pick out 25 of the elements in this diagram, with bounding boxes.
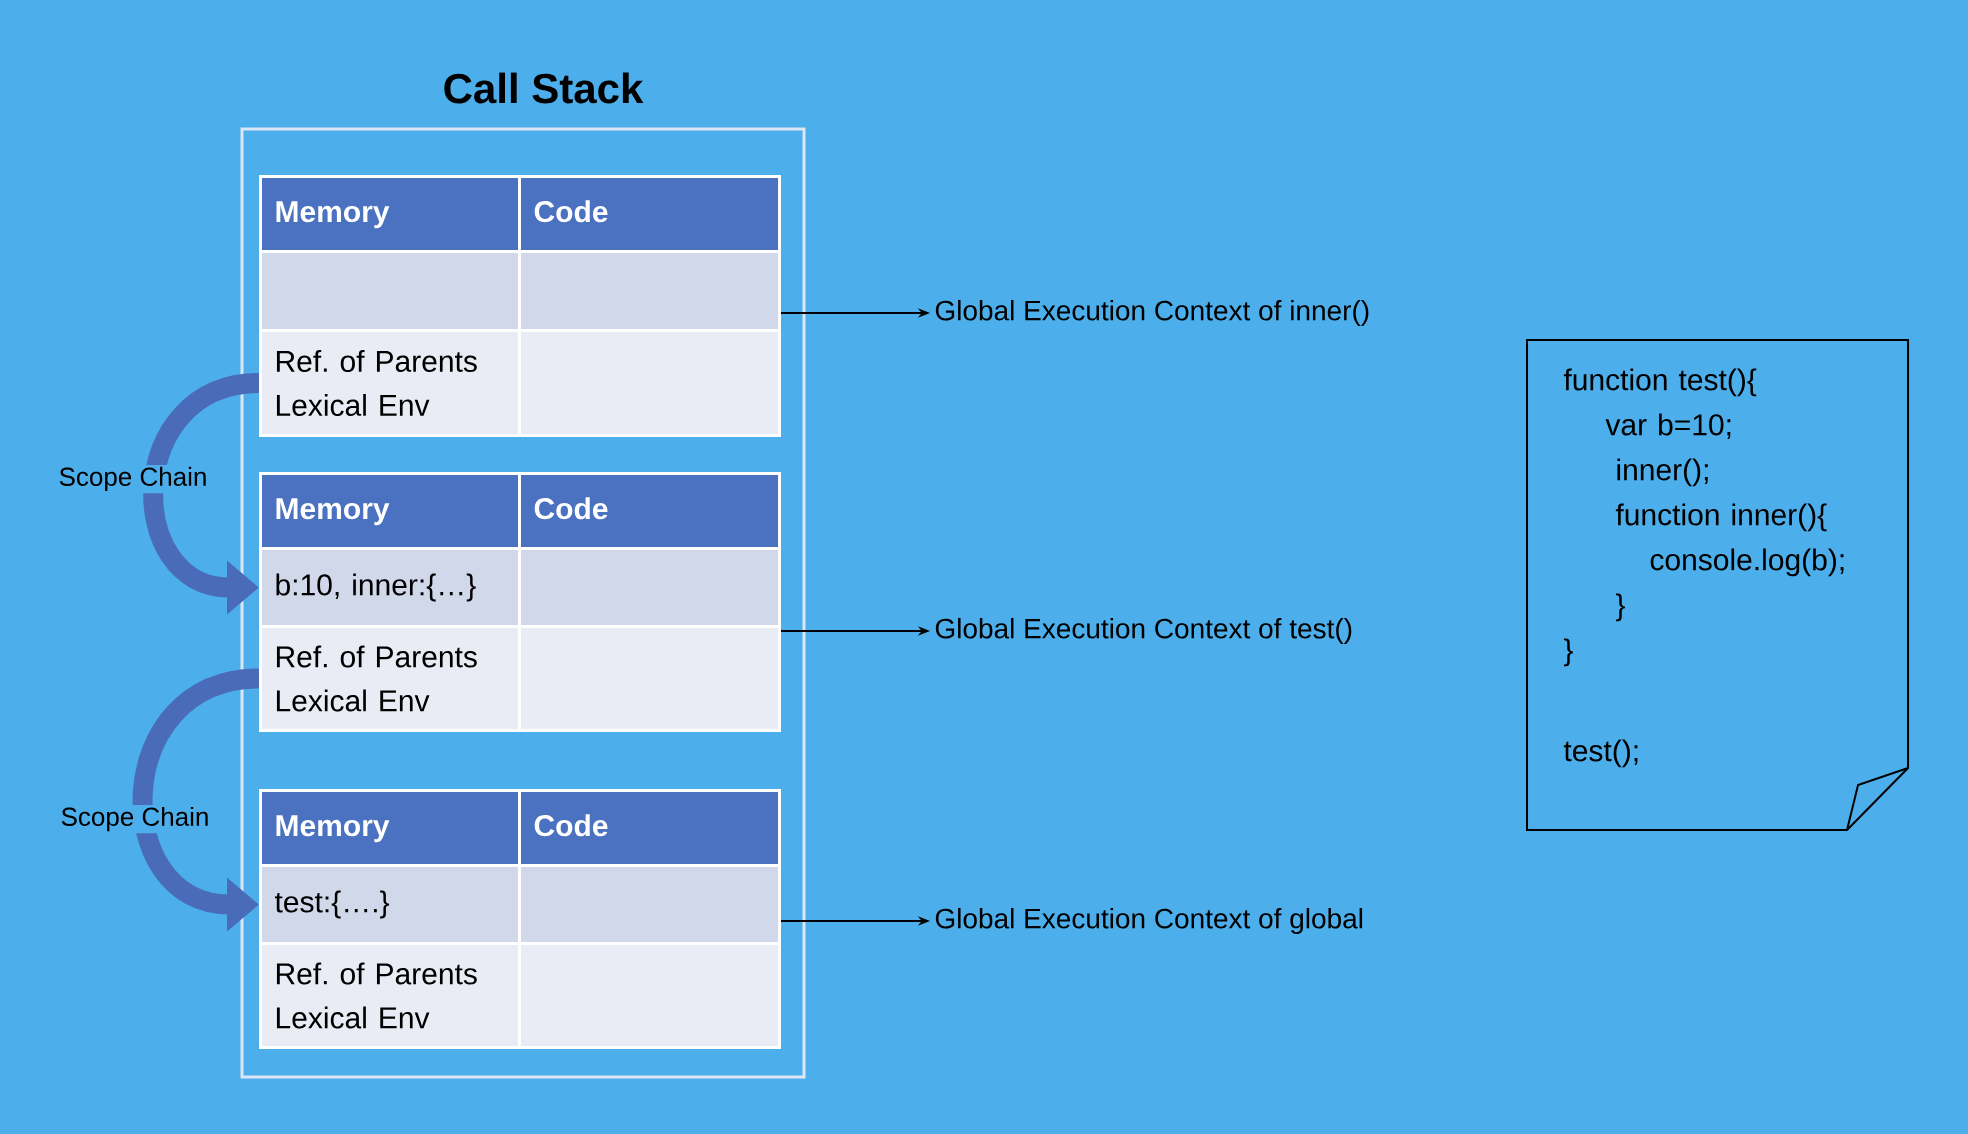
table-cell: test:{….} bbox=[259, 864, 521, 945]
context-label: Global Execution Context of inner() bbox=[935, 299, 1369, 327]
header-cell: Memory bbox=[259, 472, 521, 550]
table-cell bbox=[518, 547, 781, 628]
header-cell: Code bbox=[518, 472, 781, 550]
table-cell: Ref. of Parents Lexical Env bbox=[259, 942, 521, 1049]
context-label: Global Execution Context of global bbox=[935, 907, 1363, 935]
edge-label: Scope Chain bbox=[56, 464, 210, 494]
table-cell: b:10, inner:{…} bbox=[259, 547, 521, 628]
header-cell: Code bbox=[518, 175, 781, 253]
table-cell bbox=[518, 942, 781, 1049]
header-cell: Memory bbox=[259, 789, 521, 867]
edge-label: Scope Chain bbox=[58, 804, 212, 834]
table-cell: Ref. of Parents Lexical Env bbox=[259, 329, 521, 437]
table-cell bbox=[518, 329, 781, 437]
table-cell: Ref. of Parents Lexical Env bbox=[259, 625, 521, 732]
table-cell bbox=[259, 250, 521, 332]
stack-title: Call Stack bbox=[444, 72, 644, 104]
context-label: Global Execution Context of test() bbox=[935, 617, 1352, 645]
header-cell: Code bbox=[518, 789, 781, 867]
table-cell bbox=[518, 250, 781, 332]
table-cell bbox=[518, 864, 781, 945]
header-cell: Memory bbox=[259, 175, 521, 253]
code-note: function test(){ var b=10; inner(); function inner(){ console.log(b); } } test(); bbox=[1526, 339, 1910, 831]
table-cell bbox=[518, 625, 781, 732]
